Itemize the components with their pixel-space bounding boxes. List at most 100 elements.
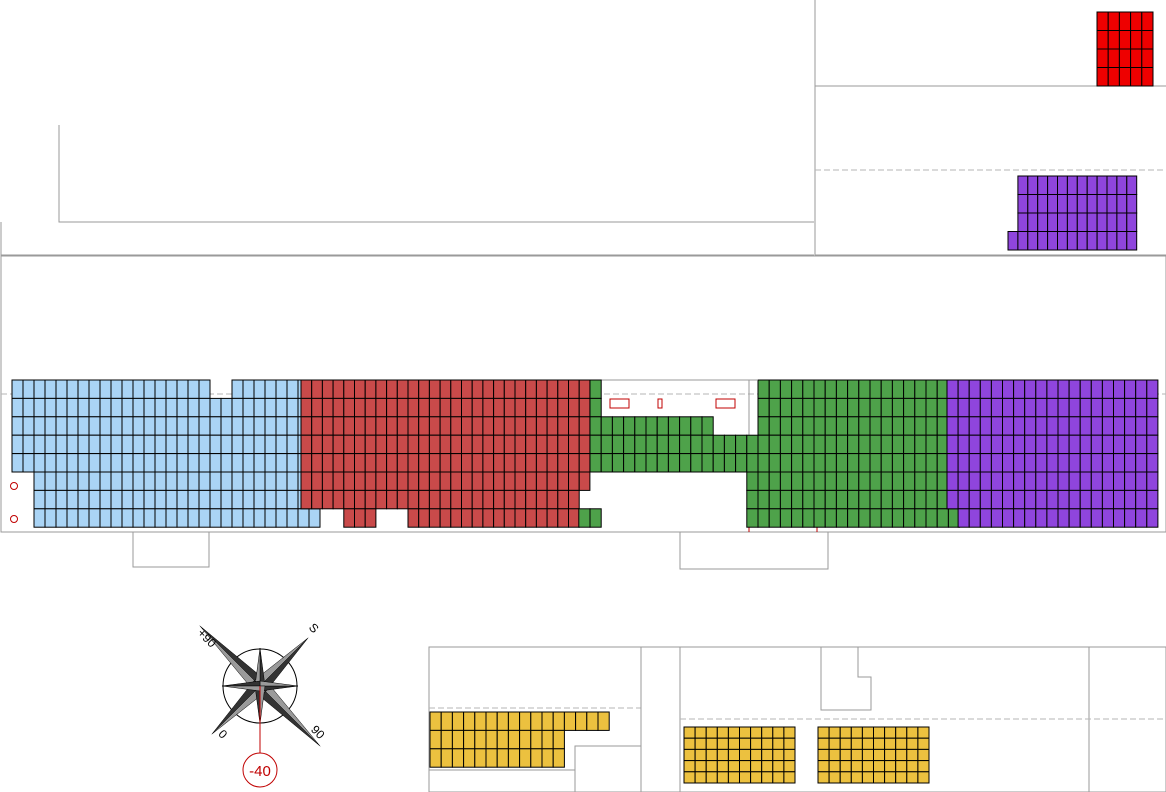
solar-panel	[525, 416, 537, 436]
solar-panel	[600, 453, 613, 473]
main-roof-purple-array	[946, 379, 1159, 528]
solar-panel	[482, 508, 495, 528]
solar-panel	[828, 771, 841, 784]
solar-panel	[1057, 194, 1068, 214]
solar-panel	[683, 760, 696, 773]
solar-panel	[187, 471, 200, 491]
solar-panel	[1135, 508, 1148, 528]
main-roof-red-array	[300, 379, 591, 528]
solar-panel	[557, 397, 569, 418]
solar-panel	[957, 379, 970, 399]
solar-panel	[895, 737, 908, 750]
solar-panel	[11, 434, 24, 455]
solar-panel	[253, 397, 266, 418]
solar-panel	[735, 453, 748, 473]
solar-panel	[418, 397, 430, 418]
solar-panel	[917, 771, 930, 784]
compass-label-east: 90	[308, 722, 328, 742]
solar-panel	[482, 379, 495, 399]
solar-panel	[1113, 416, 1126, 436]
solar-panel	[143, 416, 156, 436]
solar-panel	[1002, 416, 1015, 436]
solar-panel	[209, 508, 222, 528]
solar-panel	[300, 489, 313, 510]
solar-panel	[1076, 175, 1088, 195]
solar-panel	[44, 471, 57, 491]
solar-panel	[723, 453, 737, 473]
solar-panel	[143, 471, 156, 491]
solar-panel	[55, 397, 68, 418]
solar-panel	[440, 729, 453, 750]
solar-panel	[903, 416, 916, 436]
solar-panel	[557, 471, 569, 491]
solar-panel	[1046, 471, 1059, 491]
solar-panel	[55, 434, 68, 455]
solar-panel	[1113, 453, 1126, 473]
solar-panel	[242, 471, 255, 491]
solar-panel	[869, 453, 882, 473]
solar-panel	[1146, 379, 1159, 399]
solar-panel	[869, 379, 882, 399]
solar-panel	[895, 726, 908, 739]
solar-panel	[110, 489, 123, 510]
solar-panel	[450, 453, 462, 473]
solar-panel	[461, 471, 473, 491]
solar-panel	[198, 379, 211, 399]
solar-panel	[1101, 508, 1115, 528]
solar-panel	[220, 434, 233, 455]
solar-panel	[968, 508, 981, 528]
solar-panel	[914, 453, 927, 473]
solar-panel	[835, 508, 849, 528]
solar-panel	[835, 489, 849, 510]
solar-panel	[44, 379, 57, 399]
solar-panel	[176, 453, 189, 473]
solar-panel	[824, 471, 837, 491]
solar-panel	[231, 434, 244, 455]
solar-panel	[332, 379, 345, 399]
solar-panel	[1066, 212, 1078, 232]
solar-panel	[88, 471, 101, 491]
solar-panel	[429, 729, 442, 750]
solar-panel	[1068, 453, 1081, 473]
solar-panel	[209, 397, 222, 418]
solar-panel	[507, 711, 521, 731]
solar-panel	[286, 397, 299, 418]
solar-panel	[1037, 175, 1049, 195]
solar-panel	[496, 748, 509, 768]
solar-panel	[482, 471, 495, 491]
solar-panel	[165, 489, 178, 510]
solar-panel	[300, 471, 313, 491]
solar-panel	[891, 489, 905, 510]
solar-panel	[66, 434, 79, 455]
solar-panel	[891, 434, 905, 455]
solar-panel	[1086, 212, 1098, 232]
solar-panel	[1090, 416, 1103, 436]
solar-panel	[917, 760, 930, 773]
solar-panel	[450, 508, 462, 528]
solar-panel	[451, 711, 465, 731]
solar-panel	[1146, 489, 1159, 510]
solar-panel	[1141, 11, 1154, 31]
solar-panel	[611, 453, 625, 473]
solar-panel	[176, 397, 189, 418]
solar-panel	[1047, 231, 1058, 251]
solar-panel	[482, 397, 495, 418]
solar-panel	[895, 760, 908, 773]
solar-panel	[471, 453, 484, 473]
solar-panel	[1126, 194, 1138, 214]
solar-panel	[1013, 379, 1026, 399]
solar-panel	[493, 471, 505, 491]
solar-panel	[187, 379, 200, 399]
compass-point	[221, 680, 261, 687]
solar-panel	[869, 489, 882, 510]
solar-panel	[1057, 489, 1070, 510]
solar-panel	[44, 416, 57, 436]
solar-panel	[154, 489, 167, 510]
solar-panel	[1037, 231, 1049, 251]
solar-panel	[850, 737, 863, 750]
solar-panel	[634, 453, 647, 473]
solar-panel	[679, 434, 692, 455]
solar-panel	[1027, 212, 1039, 232]
solar-panel	[187, 453, 200, 473]
solar-panel	[623, 434, 636, 455]
